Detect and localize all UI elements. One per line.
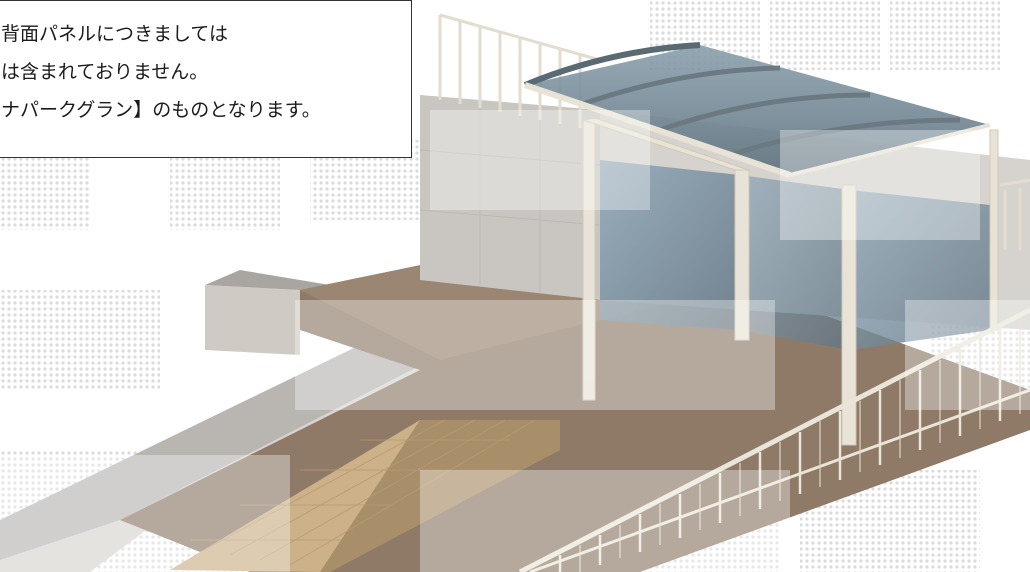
notice-line-1: 背面パネルにつきましては: [1, 23, 229, 45]
shelter-roof: [523, 42, 991, 178]
notice-line-2: は含まれておりません。: [1, 61, 209, 83]
shelter-frame: [582, 117, 999, 446]
boundary-wall: [0, 270, 460, 572]
upper-railing: [438, 13, 1030, 250]
shelter-panels: [600, 160, 990, 350]
front-railing: [518, 307, 1030, 572]
watermark-overlay: [0, 110, 1030, 572]
notice-box: 背面パネルにつきましては は含まれておりません。 ナパークグラン】のものとなりま…: [0, 0, 412, 158]
tiled-walkway: [170, 419, 560, 572]
notice-line-3: ナパークグラン】のものとなります。: [1, 99, 321, 121]
